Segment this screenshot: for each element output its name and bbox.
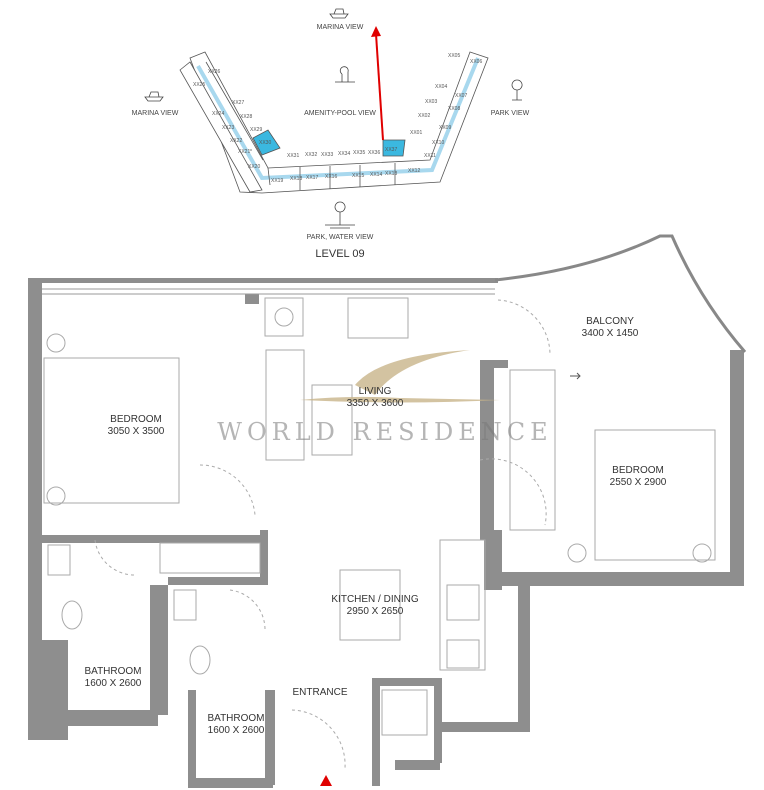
balcony-curve [494, 234, 747, 353]
key-plan-unit-xx37 [382, 139, 406, 157]
svg-text:XX23: XX23 [222, 125, 234, 131]
view-label-bottom: PARK, WATER VIEW [306, 234, 374, 241]
north-arrow [375, 33, 384, 141]
svg-text:XX33: XX33 [321, 152, 333, 158]
room-size: 3050 X 3500 [107, 426, 165, 437]
tree-icon [511, 79, 523, 101]
logo-swoosh-icon [300, 350, 500, 403]
dining-table [339, 569, 401, 641]
svg-text:XX04: XX04 [435, 84, 447, 90]
bed-left [43, 357, 180, 504]
svg-text:XX03: XX03 [425, 99, 437, 105]
arrow-icon [570, 372, 581, 380]
room-entrance: ENTRANCE [292, 687, 348, 698]
svg-text:XX07: XX07 [455, 93, 467, 99]
svg-text:XX36: XX36 [368, 150, 380, 156]
svg-text:XX06: XX06 [470, 59, 482, 65]
wardrobe-left [159, 542, 261, 574]
tree-icon [335, 66, 355, 83]
svg-text:XX02: XX02 [418, 113, 430, 119]
view-label-right: PARK VIEW [490, 110, 530, 117]
key-plan-left-wing-outer [179, 61, 263, 193]
room-size: 2550 X 2900 [609, 477, 667, 488]
shower [381, 689, 428, 736]
svg-text:XX18: XX18 [290, 176, 302, 182]
room-size: 3400 X 1450 [581, 328, 639, 339]
tree-water-icon [325, 201, 355, 229]
svg-text:XX25: XX25 [193, 82, 205, 88]
svg-text:XX05: XX05 [448, 53, 460, 59]
svg-text:XX31: XX31 [287, 153, 299, 159]
view-label-top: MARINA VIEW [316, 24, 364, 31]
key-plan [179, 51, 489, 194]
wardrobe-right [509, 369, 556, 531]
svg-text:XX22: XX22 [230, 138, 242, 144]
svg-text:XX09: XX09 [439, 125, 451, 131]
room-name: BATHROOM [207, 713, 265, 724]
boat-icon [144, 91, 164, 102]
svg-text:XX27: XX27 [232, 100, 244, 106]
svg-text:XX34: XX34 [338, 151, 350, 157]
coffee-table [311, 384, 353, 456]
svg-text:XX10: XX10 [432, 140, 444, 146]
walls [28, 278, 744, 788]
room-name: BEDROOM [110, 414, 162, 425]
svg-text:XX15: XX15 [352, 173, 364, 179]
svg-text:XX21: XX21 [238, 149, 250, 155]
svg-text:XX11: XX11 [424, 153, 436, 159]
fixtures [42, 234, 747, 769]
bed-right [594, 429, 716, 561]
cooktop [446, 584, 480, 621]
room-size: 1600 X 2600 [84, 678, 142, 689]
room-size: 2950 X 2650 [346, 606, 404, 617]
kitchen-counter [439, 539, 486, 671]
sofa [265, 349, 305, 461]
svg-text:XX28: XX28 [240, 114, 252, 120]
entrance-marker-icon [320, 775, 332, 786]
svg-text:XX14: XX14 [370, 172, 382, 178]
room-size: 1600 X 2600 [207, 725, 265, 736]
svg-text:XX32: XX32 [305, 152, 317, 158]
svg-text:XX19: XX19 [271, 178, 283, 184]
svg-text:XX26: XX26 [208, 69, 220, 75]
view-label-left: MARINA VIEW [131, 110, 179, 117]
svg-text:XX35: XX35 [353, 150, 365, 156]
svg-text:XX30: XX30 [259, 140, 271, 146]
key-plan-unit-xx30 [252, 129, 281, 156]
north-arrow-head [371, 26, 381, 37]
room-name: BEDROOM [612, 465, 664, 476]
room-size: 3350 X 3600 [346, 398, 404, 409]
svg-text:XX20: XX20 [248, 164, 260, 170]
level-label: LEVEL 09 [315, 248, 365, 260]
svg-text:XX01: XX01 [410, 130, 422, 136]
view-label-center: AMENITY-POOL VIEW [304, 110, 376, 117]
key-plan-building-outline [189, 51, 489, 194]
armchair [347, 297, 409, 339]
svg-text:XX17: XX17 [306, 175, 318, 181]
svg-text:XX16: XX16 [325, 174, 337, 180]
room-name: KITCHEN / DINING [331, 594, 419, 605]
room-name: LIVING [358, 386, 392, 397]
svg-text:XX29: XX29 [250, 127, 262, 133]
svg-text:XX13: XX13 [385, 171, 397, 177]
svg-text:XX37: XX37 [385, 147, 397, 153]
watermark: WORLD RESIDENCE [217, 418, 553, 446]
svg-text:XX24: XX24 [212, 111, 224, 117]
room-name: BALCONY [586, 316, 634, 327]
key-plan-corridor [196, 57, 480, 181]
sink [446, 639, 480, 669]
svg-text:XX12: XX12 [408, 168, 420, 174]
room-name: BATHROOM [84, 666, 142, 677]
boat-icon [329, 8, 349, 19]
svg-text:XX08: XX08 [448, 106, 460, 112]
